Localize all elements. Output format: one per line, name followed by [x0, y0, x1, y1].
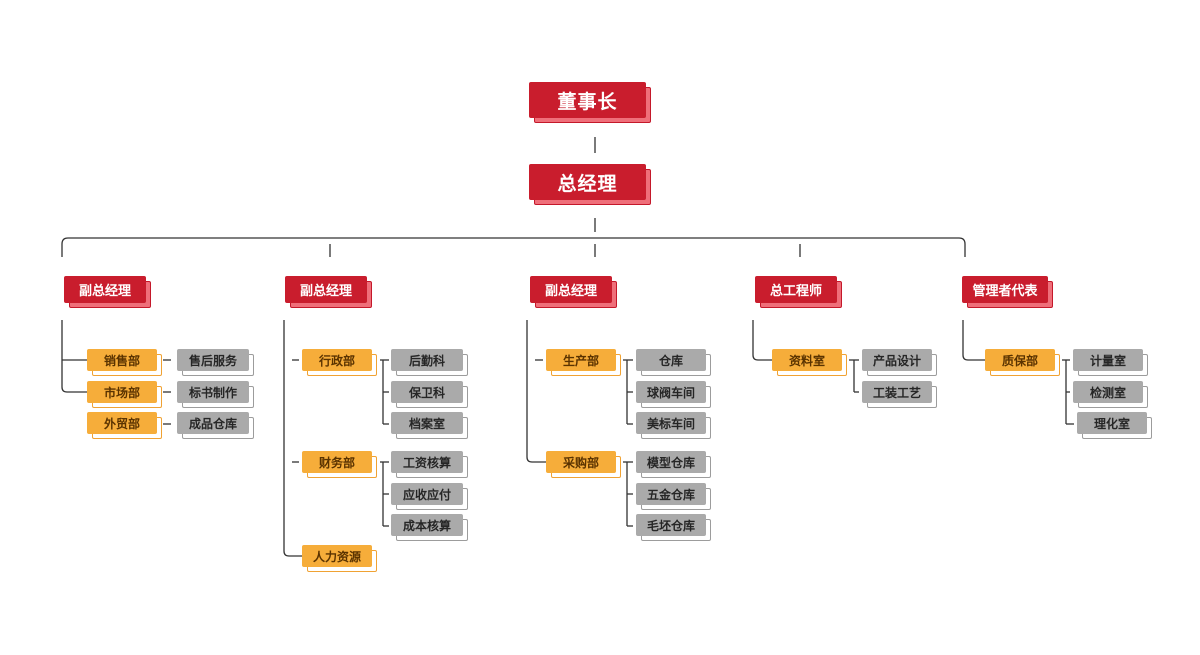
column-head-1: 副总经理: [64, 276, 151, 308]
office-tooling-process: 工装工艺: [862, 381, 937, 408]
column-head-2: 副总经理: [285, 276, 372, 308]
column-head-5: 管理者代表: [962, 276, 1053, 308]
column-head-3: 副总经理: [530, 276, 617, 308]
office-warehouse: 仓库: [636, 349, 711, 376]
office-physchem-lab: 理化室: [1077, 412, 1152, 439]
office-hardware-warehouse: 五金仓库: [636, 483, 711, 510]
dept-hr: 人力资源: [302, 545, 377, 572]
general-manager-node: 总经理: [529, 164, 651, 205]
office-blank-warehouse: 毛坯仓库: [636, 514, 711, 541]
office-payroll: 工资核算: [391, 451, 468, 478]
office-product-design: 产品设计: [862, 349, 937, 376]
dept-finance: 财务部: [302, 451, 377, 478]
dept-sales: 销售部: [87, 349, 162, 376]
office-logistics: 后勤科: [391, 349, 468, 376]
dept-purchasing: 采购部: [546, 451, 621, 478]
office-archive: 档案室: [391, 412, 468, 439]
connector-line-11: [283, 320, 302, 557]
office-ball-valve-workshop: 球阀车间: [636, 381, 711, 408]
connector-line-22: [526, 320, 546, 463]
office-receivables-payables: 应收应付: [391, 483, 468, 510]
connector-line-2: [61, 237, 966, 257]
office-us-standard-workshop: 美标车间: [636, 412, 711, 439]
dept-quality-assurance: 质保部: [985, 349, 1060, 376]
dept-foreign-trade: 外贸部: [87, 412, 162, 439]
dept-marketing: 市场部: [87, 381, 162, 408]
chairman-label: 董事长: [529, 82, 646, 118]
office-testing: 检测室: [1073, 381, 1148, 408]
connector-line-32: [752, 320, 772, 361]
connector-line-6: [61, 320, 87, 393]
dept-records-room: 资料室: [772, 349, 847, 376]
column-head-4: 总工程师: [755, 276, 842, 308]
general-manager-label: 总经理: [529, 164, 646, 200]
office-bid-docs: 标书制作: [177, 381, 254, 408]
chairman-node: 董事长: [529, 82, 651, 123]
office-security: 保卫科: [391, 381, 468, 408]
dept-admin: 行政部: [302, 349, 377, 376]
office-after-sales: 售后服务: [177, 349, 254, 376]
office-mold-warehouse: 模型仓库: [636, 451, 711, 478]
office-finished-warehouse: 成品仓库: [177, 412, 254, 439]
connector-line-36: [962, 320, 985, 361]
office-cost-accounting: 成本核算: [391, 514, 468, 541]
dept-production: 生产部: [546, 349, 621, 376]
office-metrology: 计量室: [1073, 349, 1148, 376]
